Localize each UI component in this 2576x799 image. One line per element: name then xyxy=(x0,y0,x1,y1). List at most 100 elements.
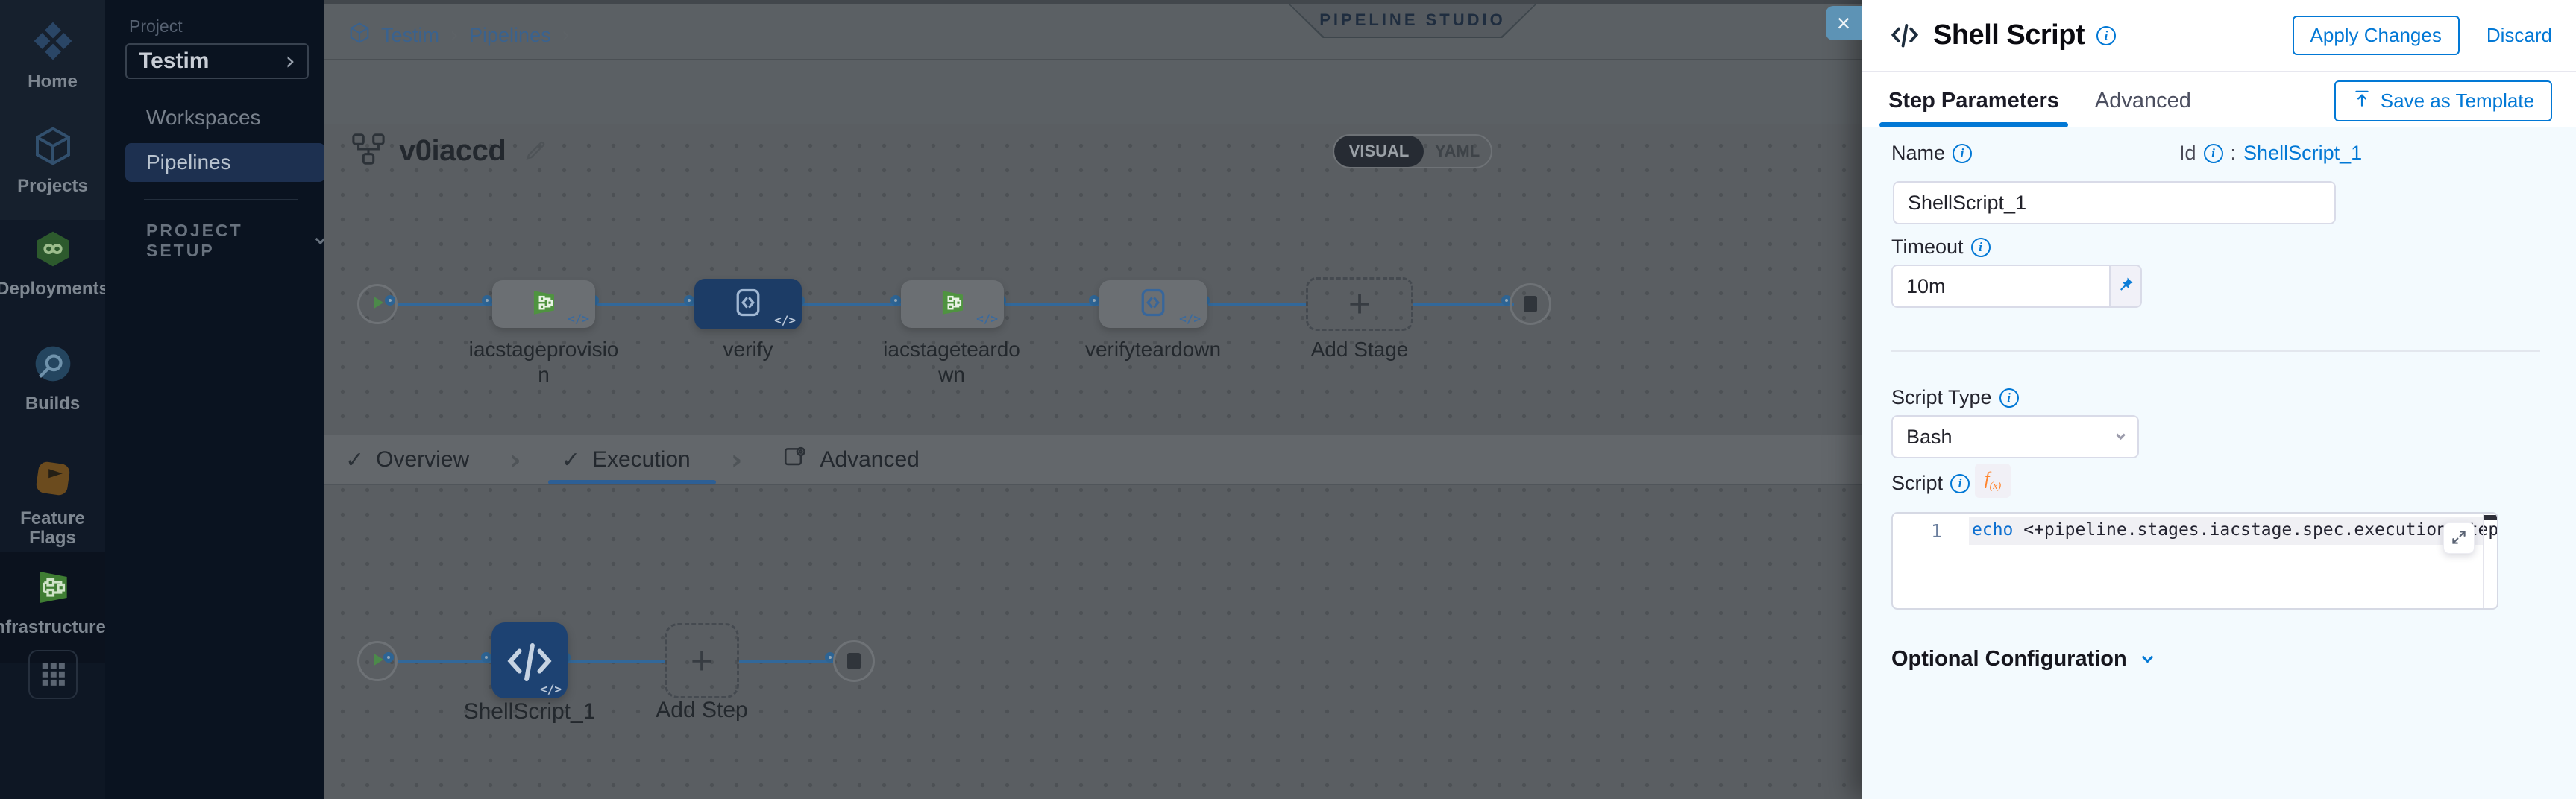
step-end-node xyxy=(833,640,875,682)
stage-card-verifyteardown[interactable]: </> xyxy=(1099,280,1207,328)
script-code-editor[interactable]: 1 echo <+pipeline.stages.iacstage.spec.e… xyxy=(1891,512,2498,610)
canvas-toolbar: Testim › Pipelines › PIPELINE STUDIO xyxy=(324,0,1862,60)
sidebar-item-infrastructures[interactable]: Infrastructures xyxy=(0,566,116,637)
connector-line xyxy=(739,660,835,663)
tab-execution[interactable]: ✓ Execution xyxy=(547,435,716,484)
tab-overview[interactable]: ✓ Overview xyxy=(345,446,470,473)
code-badge-icon: </> xyxy=(1179,312,1201,326)
script-label: Script i xyxy=(1891,472,1970,495)
view-toggle: VISUAL YAML xyxy=(1333,134,1492,168)
sidebar-item-builds[interactable]: Builds xyxy=(0,343,105,414)
info-icon[interactable]: i xyxy=(2096,25,2117,45)
advanced-gear-icon xyxy=(782,444,808,476)
tab-advanced[interactable]: Advanced xyxy=(782,435,920,484)
infrastructures-icon xyxy=(32,566,74,612)
save-as-template-button[interactable]: Save as Template xyxy=(2334,80,2552,121)
play-icon xyxy=(367,292,388,317)
drawer-header: Shell Script i Apply Changes Discard xyxy=(1862,0,2576,72)
add-step-button[interactable]: + xyxy=(665,623,739,698)
custom-stage-icon xyxy=(1137,286,1169,323)
pipeline-name: v0iaccd xyxy=(399,134,506,167)
input-type-pin-button[interactable] xyxy=(2109,266,2140,306)
apps-grid-button[interactable] xyxy=(28,650,78,699)
discard-button[interactable]: Discard xyxy=(2486,24,2552,46)
timeout-input[interactable] xyxy=(1893,266,2109,306)
toggle-yaml[interactable]: YAML xyxy=(1424,136,1491,167)
custom-stage-icon xyxy=(732,286,764,323)
stage-label: verifyteardown xyxy=(1084,338,1222,361)
project-selector[interactable]: Testim › xyxy=(125,43,309,79)
line-number: 1 xyxy=(1930,520,1942,542)
stage-card-iacstageteardown[interactable]: </> xyxy=(901,280,1004,328)
connector-line xyxy=(1208,303,1306,306)
deployments-icon xyxy=(32,228,74,274)
add-step-label: Add Step xyxy=(656,698,748,722)
breadcrumb-separator: › xyxy=(561,22,571,48)
stage-end-node xyxy=(1510,283,1551,325)
connector-point xyxy=(890,295,901,306)
check-icon: ✓ xyxy=(561,446,580,473)
shell-script-icon xyxy=(503,632,556,689)
connector-point xyxy=(385,295,395,306)
connector-line xyxy=(568,660,665,663)
rail-section xyxy=(0,220,105,552)
add-stage-button[interactable]: + xyxy=(1306,277,1413,331)
timeout-field-label: Timeout i xyxy=(1891,236,1991,259)
home-icon xyxy=(31,19,75,66)
nav-item-workspaces[interactable]: Workspaces xyxy=(146,106,261,129)
chevron-right-icon: › xyxy=(285,46,295,76)
divider xyxy=(144,199,298,200)
tab-step-advanced[interactable]: Advanced xyxy=(2094,88,2191,113)
stop-icon xyxy=(847,653,861,669)
tab-step-parameters[interactable]: Step Parameters xyxy=(1879,74,2068,127)
info-icon[interactable]: i xyxy=(1950,473,1970,493)
step-id-value[interactable]: ShellScript_1 xyxy=(2243,142,2363,164)
step-start-node[interactable] xyxy=(357,641,398,681)
close-drawer-button[interactable]: × xyxy=(1826,6,1862,40)
pipeline-graph-icon xyxy=(351,132,386,170)
stage-label: verify xyxy=(723,338,773,361)
connector-line xyxy=(1413,303,1514,306)
apply-changes-button[interactable]: Apply Changes xyxy=(2292,16,2460,55)
edit-pipeline-name-button[interactable] xyxy=(524,138,547,164)
code-badge-icon: </> xyxy=(540,682,562,696)
editor-scrollbar-thumb[interactable] xyxy=(2484,515,2497,520)
chevron-right-icon: › xyxy=(730,443,743,476)
code-badge-icon: </> xyxy=(774,313,796,327)
toggle-visual[interactable]: VISUAL xyxy=(1334,136,1424,167)
info-icon[interactable]: i xyxy=(1953,143,1973,163)
expression-fx-button[interactable]: f(x) xyxy=(1975,464,2011,498)
project-selector-value: Testim xyxy=(139,48,210,73)
project-cube-icon xyxy=(348,22,371,49)
info-icon[interactable]: i xyxy=(2203,143,2223,163)
pin-icon xyxy=(2117,276,2134,297)
stage-card-verify[interactable]: </> xyxy=(694,279,802,329)
step-id: Id i : ShellScript_1 xyxy=(2179,142,2363,164)
breadcrumb-project[interactable]: Testim xyxy=(381,24,440,46)
stage-card-iacstageprovision[interactable]: </> xyxy=(492,280,595,328)
optional-configuration-toggle[interactable]: Optional Configuration xyxy=(1891,647,2154,672)
breadcrumb-pipelines[interactable]: Pipelines xyxy=(469,24,551,46)
feature-flags-icon xyxy=(32,458,74,503)
sidebar-item-projects[interactable]: Projects xyxy=(0,125,105,196)
info-icon[interactable]: i xyxy=(1999,388,2019,408)
script-type-select[interactable]: Bash xyxy=(1891,415,2139,458)
name-field-label: Name i xyxy=(1891,142,1973,165)
step-label: ShellScript_1 xyxy=(463,699,596,724)
sidebar-item-home[interactable]: Home xyxy=(0,19,105,92)
expand-editor-button[interactable] xyxy=(2443,522,2475,554)
connector-line xyxy=(398,303,492,306)
project-setup-toggle[interactable]: PROJECT SETUP xyxy=(146,221,327,261)
stage-start-node[interactable] xyxy=(357,284,398,324)
name-input[interactable] xyxy=(1893,181,2336,224)
sidebar-item-feature-flags[interactable]: Feature Flags xyxy=(0,458,105,548)
expand-icon xyxy=(2449,528,2469,549)
play-icon xyxy=(367,649,388,674)
plus-icon: + xyxy=(690,639,714,683)
info-icon[interactable]: i xyxy=(1970,237,1991,257)
breadcrumb: Testim › Pipelines › xyxy=(348,22,571,49)
connector-point xyxy=(482,295,492,306)
step-card-shellscript-1[interactable]: </> xyxy=(491,622,568,698)
sidebar-item-deployments[interactable]: Deployments xyxy=(0,228,109,299)
nav-item-pipelines[interactable]: Pipelines xyxy=(125,143,325,182)
